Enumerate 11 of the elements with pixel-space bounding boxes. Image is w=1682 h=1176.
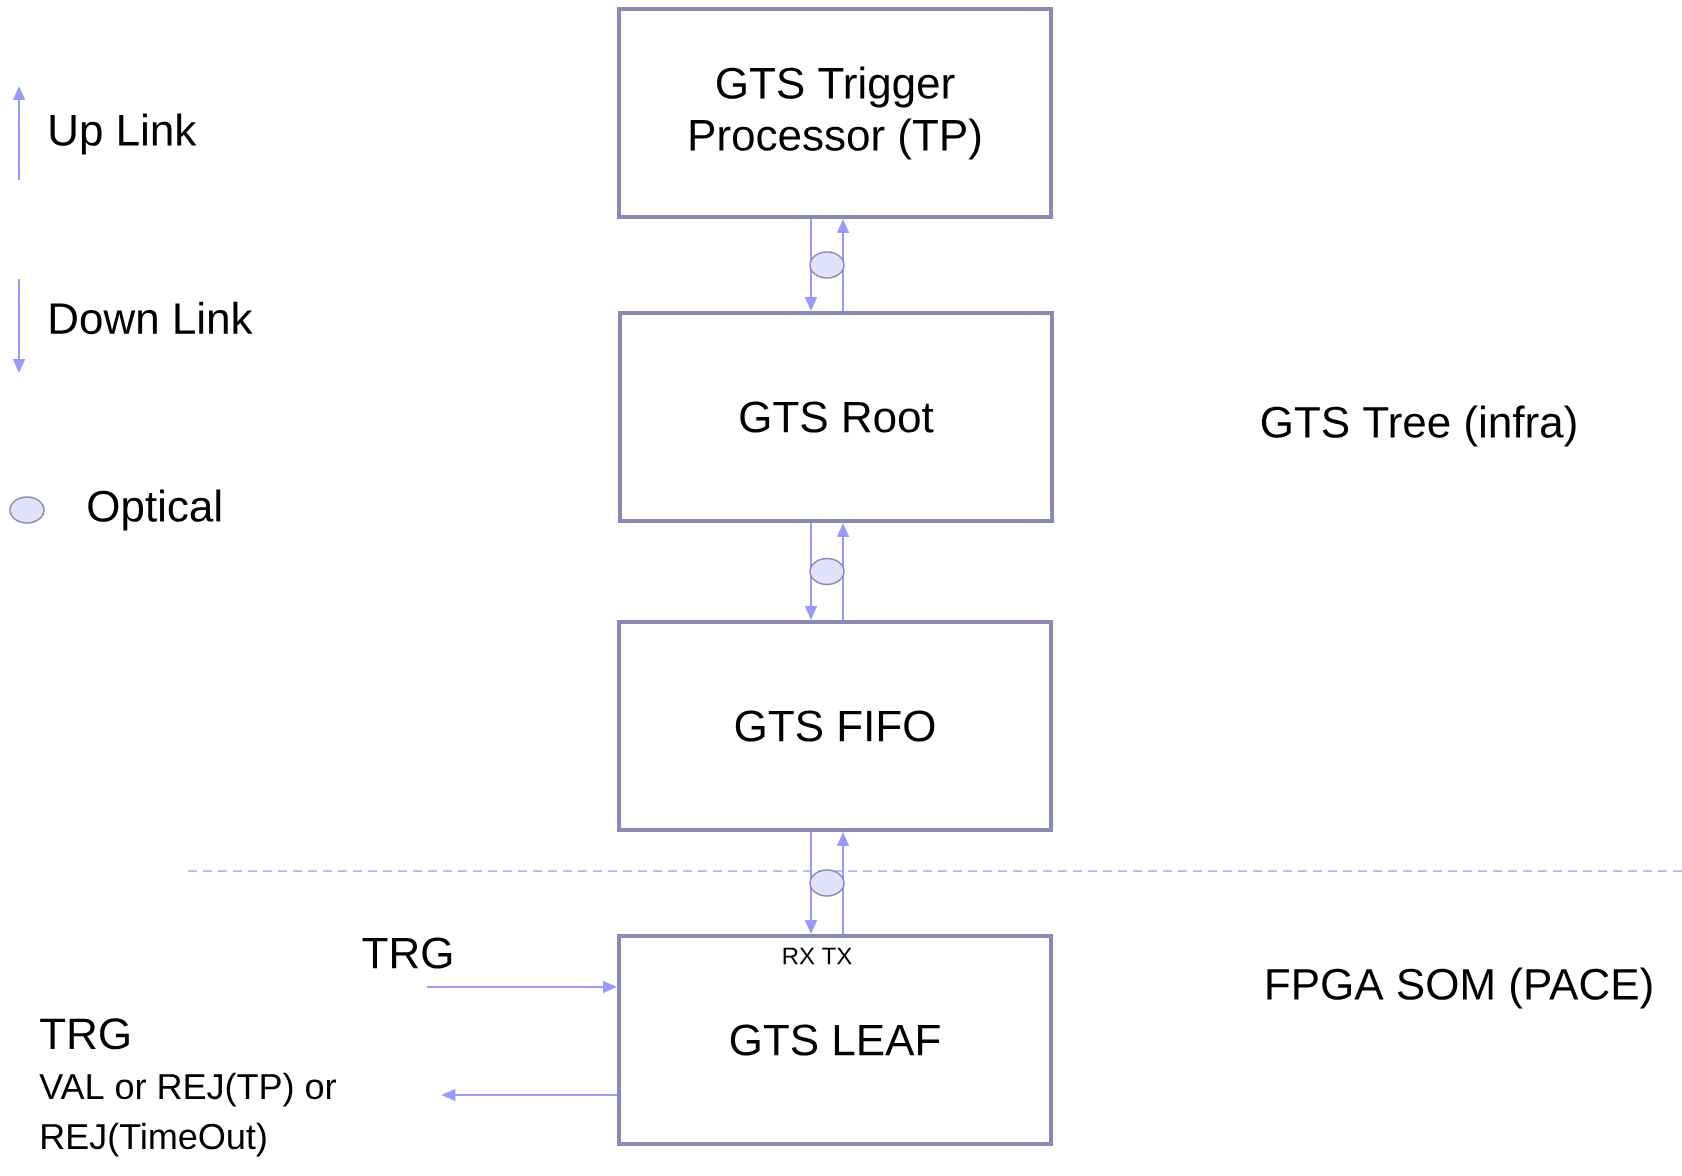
process-box: GTS Root bbox=[618, 311, 1054, 523]
legend-label: Optical bbox=[88, 489, 221, 531]
process-box: RX TX GTS LEAF bbox=[617, 934, 1053, 1146]
signal-text: TRG VAL or REJ(TP) or REJ(TimeOut) bbox=[39, 1018, 336, 1157]
region-label: GTS Tree (infra) bbox=[1261, 405, 1576, 447]
legend-label: Up Link bbox=[50, 113, 197, 155]
legend-label: Down Link bbox=[50, 301, 253, 335]
process-box: GTS Trigger Processor (TP) bbox=[617, 7, 1053, 219]
process-box: GTS FIFO bbox=[617, 620, 1053, 832]
region-label: FPGA SOM (PACE) bbox=[1267, 967, 1652, 1009]
edge-label: TRG bbox=[362, 937, 452, 969]
